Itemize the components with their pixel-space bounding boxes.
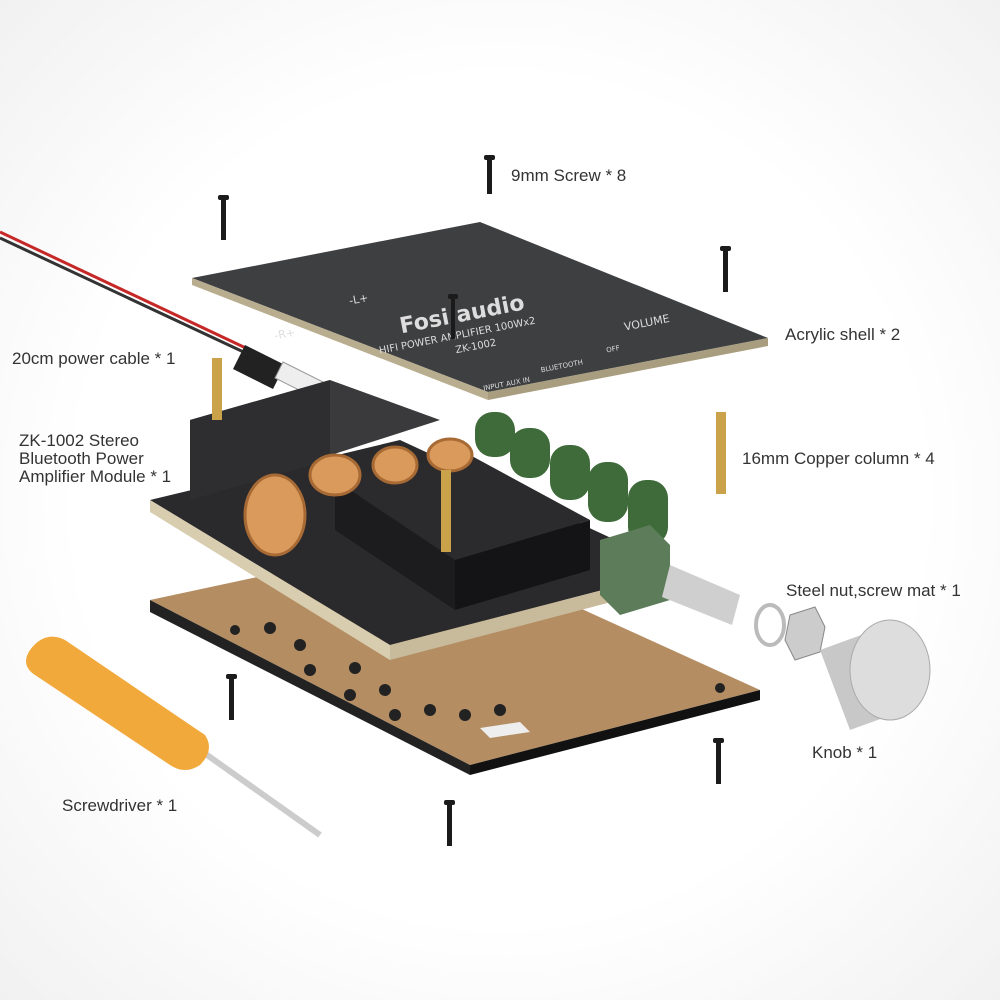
shell-right: -R+ — [273, 326, 296, 343]
inductors — [243, 437, 474, 557]
knob — [820, 619, 931, 730]
copper-columns — [212, 358, 726, 552]
steel-nut — [754, 603, 826, 661]
label-power-cable: 20cm power cable * 1 — [12, 349, 176, 368]
shell-off: OFF — [606, 344, 621, 354]
label-screwdriver: Screwdriver * 1 — [62, 796, 178, 815]
label-copper-column: 16mm Copper column * 4 — [742, 449, 935, 468]
shell-left: -L+ — [348, 291, 369, 307]
label-acrylic-shell: Acrylic shell * 2 — [785, 325, 901, 344]
amplifier-module — [150, 380, 740, 660]
label-module: ZK-1002 Stereo Bluetooth Power Amplifier… — [19, 431, 172, 486]
label-screw: 9mm Screw * 8 — [511, 166, 627, 185]
screws — [218, 155, 731, 846]
screwdriver — [26, 636, 322, 838]
top-acrylic-shell: Fosi audio HIFI POWER AMPLIFIER 100Wx2 Z… — [192, 222, 768, 400]
label-steel-nut: Steel nut,screw mat * 1 — [786, 581, 961, 600]
label-knob: Knob * 1 — [812, 743, 878, 762]
